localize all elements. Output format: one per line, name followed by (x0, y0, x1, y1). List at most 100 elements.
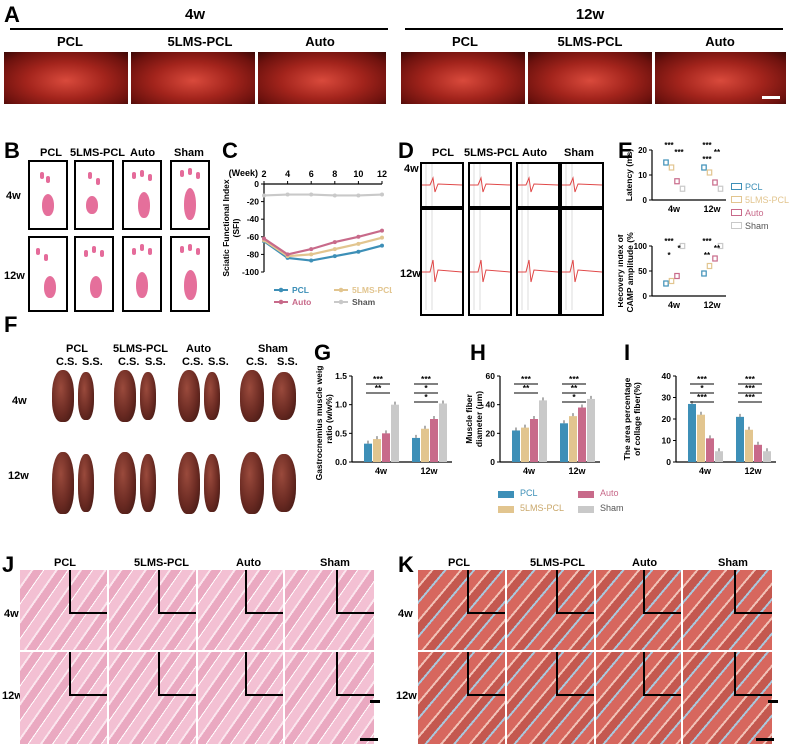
legend-pcl: PCL (745, 182, 763, 192)
y-axis-label-line: Gastrocnemius muscle weight (316, 366, 324, 480)
y-axis-label: Recovery index ofCAMP amplitude (%) (618, 232, 635, 312)
camp-trace-box (420, 208, 464, 316)
gastrocnemius-muscle (52, 370, 74, 422)
legend-swatch-auto (578, 491, 594, 498)
significance-label: * (424, 383, 428, 393)
histology-image (507, 570, 594, 650)
rule-4w (10, 28, 388, 30)
bar (373, 439, 381, 462)
significance-label: *** (702, 155, 712, 164)
d-label-pcl: PCL (432, 147, 454, 159)
zoom-inset (467, 570, 505, 614)
scale-bar (360, 738, 378, 741)
panel-label-a: A (4, 2, 20, 27)
f-cs-2: C.S. (118, 356, 140, 368)
y-tick-label: 10 (662, 436, 672, 446)
f-cs-3: C.S. (182, 356, 204, 368)
zoom-inset (336, 652, 374, 696)
data-point (332, 193, 337, 198)
data-point (332, 254, 337, 259)
zoom-inset (336, 570, 374, 614)
b-label-lms: 5LMS-PCL (70, 147, 125, 159)
f-row-4w: 4w (12, 395, 27, 407)
a-label-auto-4w: Auto (305, 34, 335, 49)
zoom-inset (643, 570, 681, 614)
x-tick-label: 2 (261, 169, 266, 179)
significance-label: ** (523, 383, 530, 393)
data-point (309, 192, 314, 197)
bar (736, 416, 744, 462)
surgical-photo (655, 52, 786, 104)
d-row-4w: 4w (404, 163, 419, 175)
panel-label-d: D (398, 138, 414, 163)
camp-trace (562, 210, 602, 310)
histology-image (285, 652, 374, 744)
y-tick-label: 0 (666, 457, 671, 467)
camp-trace (562, 164, 602, 206)
box-marker (712, 255, 718, 262)
legend-swatch-lms (498, 506, 514, 513)
zoom-inset (467, 652, 505, 696)
significance-label: *** (664, 237, 674, 246)
zoom-inset (69, 652, 107, 696)
significance-label: * (667, 251, 671, 260)
panel-label-i: I (624, 340, 631, 365)
data-point (262, 236, 266, 241)
y-tick-label: -100 (242, 267, 259, 277)
zoom-inset (643, 652, 681, 696)
data-point (285, 252, 290, 257)
legend-sham: Sham (600, 503, 624, 513)
timepoint-12w-header: 12w (575, 6, 605, 23)
x-tick-label: 12w (568, 466, 586, 476)
scale-bar (370, 700, 380, 703)
y-tick-label: 30 (662, 393, 672, 403)
gastrocnemius-muscle (204, 454, 220, 512)
bar (587, 398, 595, 462)
gastrocnemius-muscle (204, 372, 220, 420)
x-tick-label: 12 (377, 169, 387, 179)
y-tick-label: 50 (638, 267, 647, 276)
zoom-inset (245, 652, 283, 696)
y-axis-label-line: The area percentage (624, 377, 632, 460)
zoom-inset (69, 570, 107, 614)
series-line (263, 236, 383, 258)
camp-trace-box (468, 208, 512, 316)
bar (763, 451, 771, 462)
box-marker (706, 262, 713, 270)
box-marker (679, 185, 686, 192)
panel-label-b: B (4, 138, 20, 163)
significance-label: ** (714, 244, 721, 253)
f-ss-4: S.S. (277, 356, 298, 368)
data-point (332, 247, 337, 252)
y-tick-label: -80 (247, 249, 260, 259)
y-axis-label: Latency (ms) (624, 149, 634, 202)
significance-label: *** (674, 148, 684, 157)
box-marker (674, 178, 680, 185)
zoom-inset (245, 570, 283, 614)
bar (421, 428, 429, 462)
y-axis-label-line: (SFI) (231, 218, 241, 237)
data-point (356, 193, 361, 198)
histology-image (20, 570, 107, 650)
box-marker (668, 277, 675, 285)
histology-image (596, 570, 681, 650)
k-row-12w: 12w (396, 690, 417, 702)
box-marker (663, 159, 669, 166)
panel-label-g: G (314, 340, 332, 365)
gastrocnemius-muscle (178, 370, 200, 422)
a-label-auto-12w: Auto (705, 34, 735, 49)
legend-label: Sham (352, 297, 376, 307)
significance-label: * (700, 383, 704, 393)
footprint-box (74, 160, 114, 230)
d-label-auto: Auto (522, 147, 548, 159)
x-tick-label: 4w (523, 466, 536, 476)
significance-label: ** (714, 148, 721, 157)
bar (560, 423, 568, 462)
bar (439, 403, 447, 462)
legend-label: PCL (292, 285, 309, 295)
significance-label: *** (702, 237, 712, 246)
data-point (380, 235, 384, 240)
box-marker (717, 242, 724, 250)
d-label-sham: Sham (564, 147, 594, 159)
